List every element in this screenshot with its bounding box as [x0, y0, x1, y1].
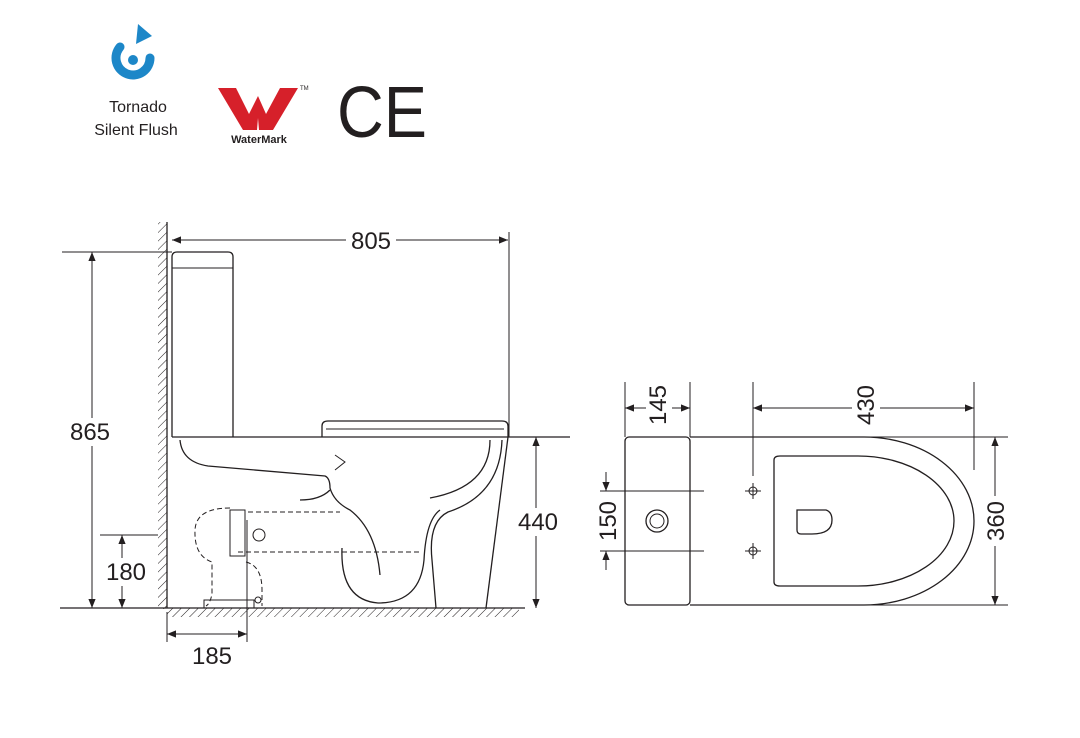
- watermark-w-icon: [218, 88, 298, 130]
- dim-865-label: 865: [70, 419, 110, 446]
- pan-connector-dashed-2: [245, 561, 263, 606]
- tornado-line2: Silent Flush: [94, 122, 178, 139]
- dim-360-bg: [982, 496, 1010, 546]
- top-outlet-shape: [796, 509, 833, 535]
- dim-440-label: 440: [518, 509, 558, 536]
- top-bowl-outline: [690, 436, 975, 606]
- dim-180-label: 180: [106, 559, 146, 586]
- top-tank-outline: [624, 436, 691, 606]
- watermark-logo: TM WaterMark: [218, 86, 309, 146]
- flush-button-inner: [649, 513, 665, 529]
- bowl-outer-curve: [430, 439, 503, 609]
- jet-detail: [334, 454, 346, 471]
- bowl-front: [485, 436, 509, 609]
- dim-145-label: 145: [645, 385, 672, 425]
- side-view: 805 865 180 440 185: [60, 222, 570, 670]
- cistern-outline: [171, 251, 234, 437]
- bowl-inner-curve: [429, 439, 491, 499]
- dim-865-bg: [68, 418, 116, 446]
- top-view: 150 145 430 360: [595, 380, 1010, 606]
- dim-185-label: 185: [192, 643, 232, 670]
- dim-360-label: 360: [983, 501, 1010, 541]
- flush-button-outer: [645, 509, 669, 533]
- dim-440-bg: [514, 508, 562, 536]
- floor-flange: [203, 599, 255, 609]
- dim-145-bg: [646, 382, 672, 430]
- trapway-inner: [299, 489, 331, 501]
- pan-connector-dashed: [194, 507, 231, 607]
- dim-430-label: 430: [853, 385, 880, 425]
- watermark-tm: TM: [300, 86, 309, 92]
- watermark-label: WaterMark: [231, 134, 288, 146]
- fixing-hole-bottom: [745, 543, 761, 559]
- dim-180-bg: [102, 558, 148, 586]
- ce-mark: CE: [337, 73, 427, 153]
- trapway-upper: [179, 439, 381, 576]
- ce-label: CE: [337, 73, 427, 153]
- dim-150-label: 150: [595, 501, 622, 541]
- tornado-flush-icon: [111, 24, 155, 80]
- dim-430-bg: [852, 380, 880, 430]
- dim-805-label: 805: [351, 228, 391, 255]
- tornado-logo: Tornado Silent Flush: [94, 24, 178, 139]
- dim-805-bg: [346, 226, 396, 252]
- seat-lid: [321, 420, 509, 437]
- trap-bend: [341, 509, 441, 604]
- floor-bolt: [254, 596, 262, 604]
- floor-hatch: [167, 608, 519, 617]
- wall-hatch: [158, 222, 167, 609]
- outlet-flange: [229, 509, 246, 557]
- fixing-hole-top: [745, 483, 761, 499]
- top-seat-opening: [773, 455, 955, 587]
- tornado-line1: Tornado: [109, 99, 167, 116]
- outlet-bolt: [252, 528, 266, 542]
